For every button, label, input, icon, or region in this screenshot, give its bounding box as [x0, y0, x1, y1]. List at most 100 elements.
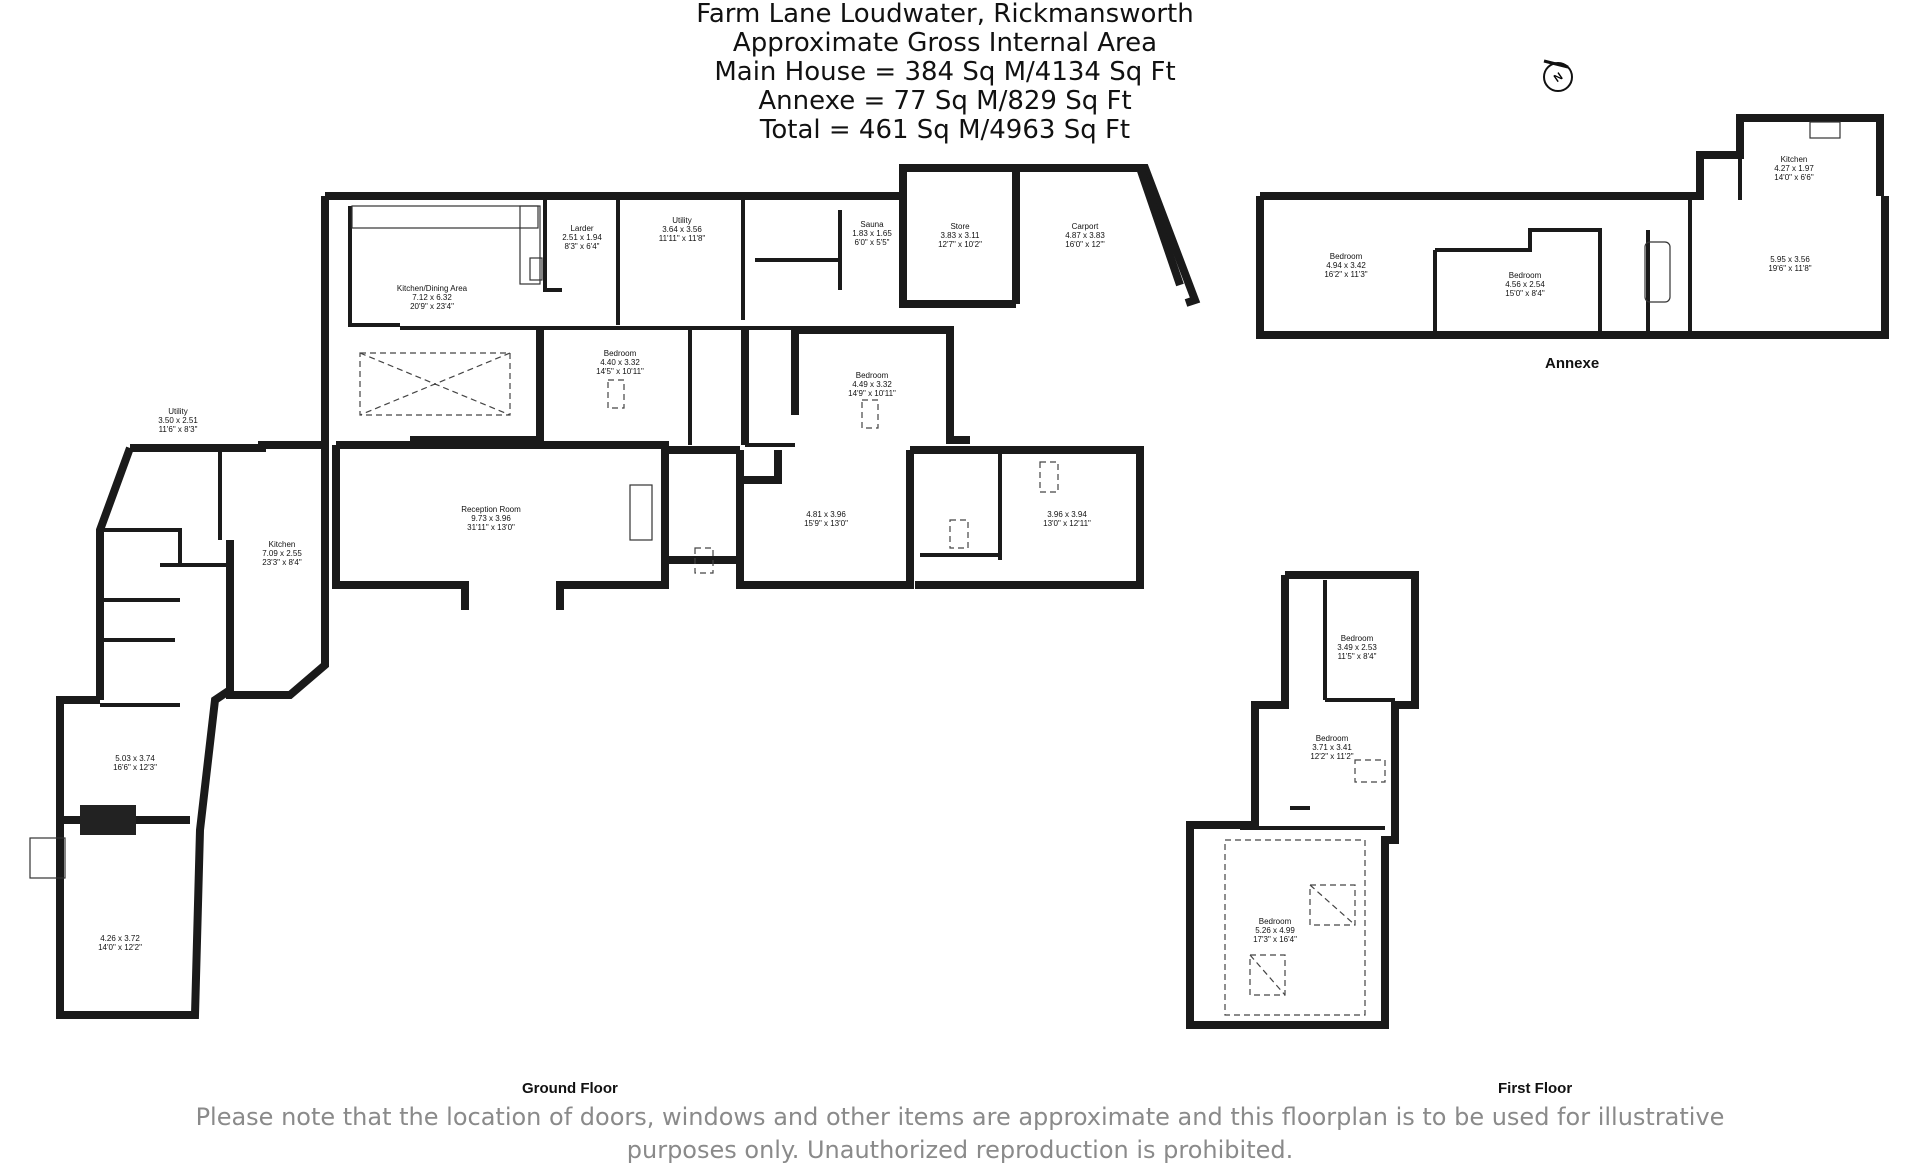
header-gia: Approximate Gross Internal Area	[732, 28, 1158, 58]
svg-text:Bedroom: Bedroom	[1330, 252, 1363, 261]
svg-text:Bedroom: Bedroom	[1509, 271, 1542, 280]
svg-text:3.83 x 3.11: 3.83 x 3.11	[941, 231, 981, 240]
room-label-store: Store 3.83 x 3.11 12'7" x 10'2"	[938, 222, 982, 249]
svg-text:2.51 x 1.94: 2.51 x 1.94	[562, 233, 602, 242]
svg-text:4.87 x 3.83: 4.87 x 3.83	[1065, 231, 1105, 240]
svg-text:Kitchen/Dining Area: Kitchen/Dining Area	[397, 284, 468, 293]
svg-text:11'6" x 8'3": 11'6" x 8'3"	[159, 425, 198, 434]
compass-icon: N	[1543, 59, 1573, 92]
disclaimer-line-1: Please note that the location of doors, …	[195, 1103, 1725, 1131]
svg-text:19'6" x 11'8": 19'6" x 11'8"	[1768, 264, 1811, 273]
room-label-reception: Reception Room 9.73 x 3.96 31'11" x 13'0…	[461, 505, 521, 532]
annexe-label: Annexe	[1545, 355, 1600, 372]
svg-text:3.49 x 2.53: 3.49 x 2.53	[1337, 643, 1377, 652]
svg-text:Carport: Carport	[1072, 222, 1099, 231]
room-label-utility-west: Utility 3.50 x 2.51 11'6" x 8'3"	[158, 407, 198, 434]
svg-text:4.56 x 2.54: 4.56 x 2.54	[1505, 280, 1545, 289]
svg-text:7.09 x 2.55: 7.09 x 2.55	[262, 549, 302, 558]
svg-text:15'9" x 13'0": 15'9" x 13'0"	[804, 519, 848, 528]
svg-text:3.50 x 2.51: 3.50 x 2.51	[158, 416, 198, 425]
svg-text:3.71 x 3.41: 3.71 x 3.41	[1312, 743, 1352, 752]
svg-text:3.96 x 3.94: 3.96 x 3.94	[1047, 510, 1087, 519]
svg-text:16'6" x 12'3": 16'6" x 12'3"	[113, 763, 157, 772]
svg-text:14'9" x 10'11": 14'9" x 10'11"	[848, 389, 896, 398]
room-label-bedroom-b: Bedroom 4.49 x 3.32 14'9" x 10'11"	[848, 371, 896, 398]
svg-text:5.03 x 3.74: 5.03 x 3.74	[115, 754, 155, 763]
room-label-kitchen-dining: Kitchen/Dining Area 7.12 x 6.32 20'9" x …	[397, 284, 468, 311]
room-label-kitchen-west: Kitchen 7.09 x 2.55 23'3" x 8'4"	[262, 540, 302, 567]
svg-text:Larder: Larder	[570, 224, 593, 233]
svg-text:14'0" x 12'2": 14'0" x 12'2"	[98, 943, 142, 952]
svg-text:11'5" x 8'4": 11'5" x 8'4"	[1338, 652, 1377, 661]
room-label-larder: Larder 2.51 x 1.94 8'3" x 6'4"	[562, 224, 602, 251]
room-label-426: 4.26 x 3.72 14'0" x 12'2"	[98, 934, 142, 952]
room-label-ff-bedroom-2: Bedroom 3.71 x 3.41 12'2" x 11'2"	[1310, 734, 1353, 761]
room-label-annexe-kitchen: Kitchen 4.27 x 1.97 14'0" x 6'6"	[1774, 155, 1814, 182]
disclaimer-line-2: purposes only. Unauthorized reproduction…	[626, 1136, 1294, 1164]
header-main-house-area: Main House = 384 Sq M/4134 Sq Ft	[714, 57, 1176, 87]
svg-text:12'2" x 11'2": 12'2" x 11'2"	[1310, 752, 1353, 761]
room-label-annexe-595: 5.95 x 3.56 19'6" x 11'8"	[1768, 255, 1811, 273]
header-annexe-area: Annexe = 77 Sq M/829 Sq Ft	[758, 86, 1132, 116]
svg-text:4.94 x 3.42: 4.94 x 3.42	[1326, 261, 1366, 270]
room-label-bedroom-a: Bedroom 4.40 x 3.32 14'5" x 10'11"	[596, 349, 644, 376]
annexe	[1256, 114, 1889, 339]
header-total-area: Total = 461 Sq M/4963 Sq Ft	[759, 115, 1131, 145]
room-label-utility: Utility 3.64 x 3.56 11'11" x 11'8"	[659, 216, 706, 243]
svg-text:1.83 x 1.65: 1.83 x 1.65	[852, 229, 892, 238]
room-label-sauna: Sauna 1.83 x 1.65 6'0" x 5'5"	[852, 220, 892, 247]
room-label-annexe-bedroom-1: Bedroom 4.94 x 3.42 16'2" x 11'3"	[1324, 252, 1367, 279]
svg-text:Bedroom: Bedroom	[856, 371, 889, 380]
svg-text:20'9" x 23'4": 20'9" x 23'4"	[410, 302, 454, 311]
svg-text:Bedroom: Bedroom	[1341, 634, 1374, 643]
svg-text:Bedroom: Bedroom	[1259, 917, 1292, 926]
disclaimer: Please note that the location of doors, …	[0, 1101, 1920, 1167]
svg-text:14'5" x 10'11": 14'5" x 10'11"	[596, 367, 644, 376]
svg-text:16'0" x 12'": 16'0" x 12'"	[1065, 240, 1105, 249]
svg-text:Bedroom: Bedroom	[1316, 734, 1349, 743]
svg-text:3.64 x 3.56: 3.64 x 3.56	[662, 225, 702, 234]
main-house-south	[332, 441, 1144, 610]
svg-text:11'11" x 11'8": 11'11" x 11'8"	[659, 234, 706, 243]
svg-text:7.12 x 6.32: 7.12 x 6.32	[412, 293, 452, 302]
svg-text:4.26 x 3.72: 4.26 x 3.72	[100, 934, 140, 943]
svg-text:Kitchen: Kitchen	[1781, 155, 1808, 164]
svg-text:17'3" x 16'4": 17'3" x 16'4"	[1253, 935, 1297, 944]
main-house-middle	[321, 325, 970, 447]
svg-text:4.49 x 3.32: 4.49 x 3.32	[852, 380, 892, 389]
svg-text:Store: Store	[950, 222, 970, 231]
svg-text:4.27 x 1.97: 4.27 x 1.97	[1774, 164, 1814, 173]
main-house-west-wing	[29, 440, 329, 1019]
first-floor	[1186, 571, 1419, 1029]
svg-text:Kitchen: Kitchen	[269, 540, 296, 549]
svg-text:14'0" x 6'6": 14'0" x 6'6"	[1774, 173, 1814, 182]
svg-text:Utility: Utility	[672, 216, 692, 225]
room-label-ff-bedroom-3: Bedroom 5.26 x 4.99 17'3" x 16'4"	[1253, 917, 1297, 944]
room-label-396: 3.96 x 3.94 13'0" x 12'11"	[1043, 510, 1091, 528]
room-label-carport: Carport 4.87 x 3.83 16'0" x 12'"	[1065, 222, 1105, 249]
first-floor-label: First Floor	[1498, 1080, 1573, 1097]
room-label-503: 5.03 x 3.74 16'6" x 12'3"	[113, 754, 157, 772]
svg-text:4.81 x 3.96: 4.81 x 3.96	[806, 510, 846, 519]
svg-text:8'3" x 6'4": 8'3" x 6'4"	[565, 242, 600, 251]
svg-text:Utility: Utility	[168, 407, 188, 416]
svg-text:15'0" x 8'4": 15'0" x 8'4"	[1505, 289, 1545, 298]
header-title: Farm Lane Loudwater, Rickmansworth Appro…	[0, 0, 1890, 145]
header-address: Farm Lane Loudwater, Rickmansworth	[696, 0, 1194, 29]
svg-text:4.40 x 3.32: 4.40 x 3.32	[600, 358, 640, 367]
svg-text:31'11" x 13'0": 31'11" x 13'0"	[467, 523, 515, 532]
room-label-ff-bedroom-1: Bedroom 3.49 x 2.53 11'5" x 8'4"	[1337, 634, 1377, 661]
svg-text:13'0" x 12'11": 13'0" x 12'11"	[1043, 519, 1091, 528]
main-house-north-wing	[321, 164, 1201, 330]
svg-text:16'2" x 11'3": 16'2" x 11'3"	[1324, 270, 1367, 279]
room-label-annexe-bedroom-2: Bedroom 4.56 x 2.54 15'0" x 8'4"	[1505, 271, 1545, 298]
svg-text:5.26 x 4.99: 5.26 x 4.99	[1255, 926, 1295, 935]
svg-text:5.95 x 3.56: 5.95 x 3.56	[1770, 255, 1810, 264]
ground-floor-label: Ground Floor	[522, 1080, 618, 1097]
svg-text:12'7" x 10'2": 12'7" x 10'2"	[938, 240, 982, 249]
svg-text:Sauna: Sauna	[860, 220, 884, 229]
svg-text:9.73 x 3.96: 9.73 x 3.96	[471, 514, 511, 523]
svg-text:6'0" x 5'5": 6'0" x 5'5"	[855, 238, 890, 247]
svg-text:Reception Room: Reception Room	[461, 505, 521, 514]
